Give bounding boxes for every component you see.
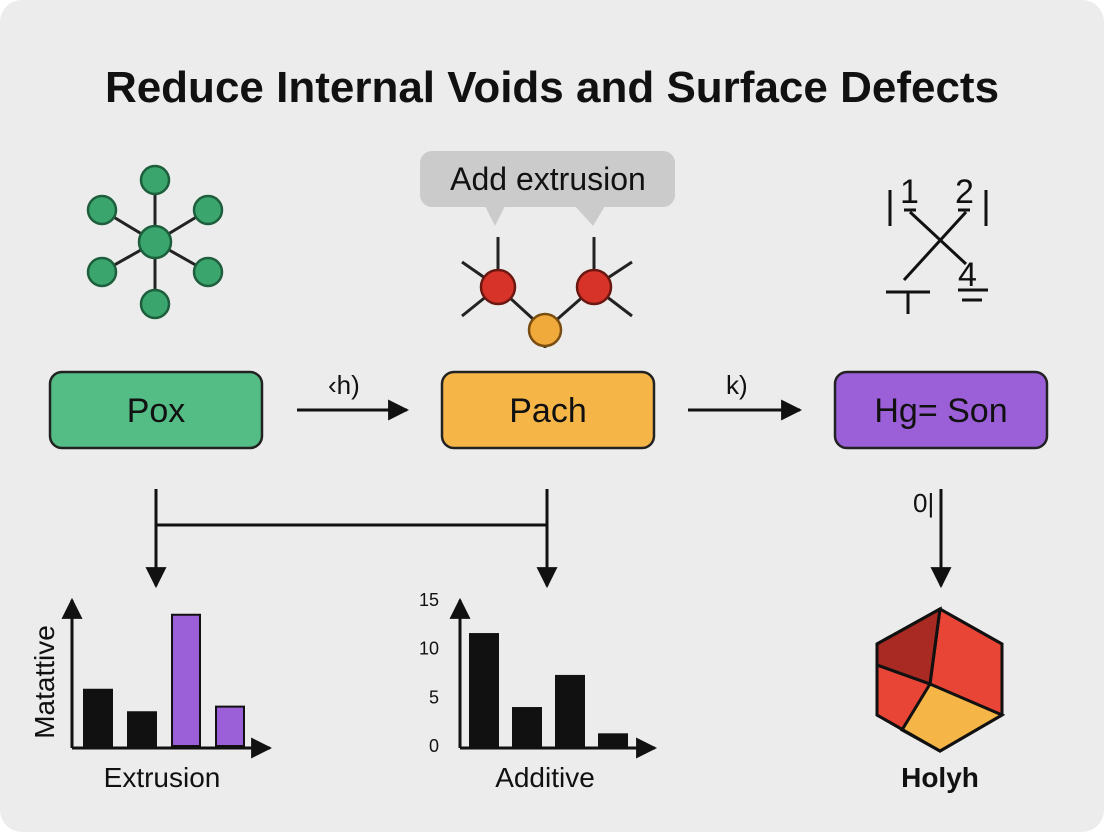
molecule-atoms — [86, 164, 224, 320]
page-title: Reduce Internal Voids and Surface Defect… — [105, 63, 999, 112]
chart-extrusion-bar-4 — [215, 705, 245, 747]
node-pach: Pach — [440, 370, 656, 450]
chart-additive-ytick-0: 0 — [429, 736, 439, 756]
chart-additive-yticks: 0 5 10 15 — [419, 590, 439, 756]
hexagon-icon — [875, 606, 1006, 753]
symbol-glyph-icon — [886, 190, 988, 314]
molecule-icon-red — [461, 237, 633, 348]
connector-lines — [145, 489, 952, 589]
chart-additive: 0 5 10 15 Additive — [419, 590, 658, 793]
edge-label-pox-pach: ‹h) — [328, 370, 360, 400]
chart-additive-ytick-5: 5 — [429, 687, 439, 707]
chart-additive-ytick-10: 10 — [419, 639, 439, 659]
atom-red-right — [575, 268, 613, 306]
chart-extrusion-bar-2 — [127, 711, 157, 747]
chart-additive-bar-2 — [512, 707, 542, 747]
callout-bubble: Add extrusion — [420, 151, 675, 226]
node-hg-son: Hg= Son — [833, 370, 1049, 450]
chart-additive-xlabel: Additive — [495, 762, 595, 793]
chart-additive-bars — [469, 633, 628, 748]
chart-additive-ytick-15: 15 — [419, 590, 439, 610]
symbol-glyph-1: 1 — [900, 173, 919, 211]
hexagon-label: Holyh — [901, 762, 979, 793]
edge-label-pach-hg: k) — [726, 370, 748, 400]
chart-extrusion: Extrusion Matattive — [29, 597, 273, 793]
chart-extrusion-ylabel: Matattive — [29, 625, 60, 739]
symbol-glyph-2: 2 — [955, 173, 974, 211]
atom-red-left — [479, 268, 517, 306]
node-pox: Pox — [48, 370, 264, 450]
node-pach-label: Pach — [509, 392, 587, 430]
chart-additive-bar-3 — [555, 674, 585, 747]
callout-label: Add extrusion — [450, 161, 646, 197]
chart-extrusion-xlabel: Extrusion — [104, 762, 221, 793]
chart-extrusion-bar-3 — [171, 613, 201, 747]
node-pox-label: Pox — [127, 392, 186, 430]
atom-orange — [527, 312, 563, 348]
molecule-icon-green — [86, 164, 224, 320]
chart-extrusion-bars — [83, 613, 245, 747]
chart-additive-bar-4 — [598, 733, 628, 748]
edge-label-hg-down: 0| — [913, 488, 934, 518]
node-hg-son-label: Hg= Son — [874, 392, 1007, 430]
chart-additive-bar-1 — [469, 633, 499, 747]
symbol-glyph-4: 4 — [958, 256, 977, 294]
chart-extrusion-bar-1 — [83, 688, 113, 747]
